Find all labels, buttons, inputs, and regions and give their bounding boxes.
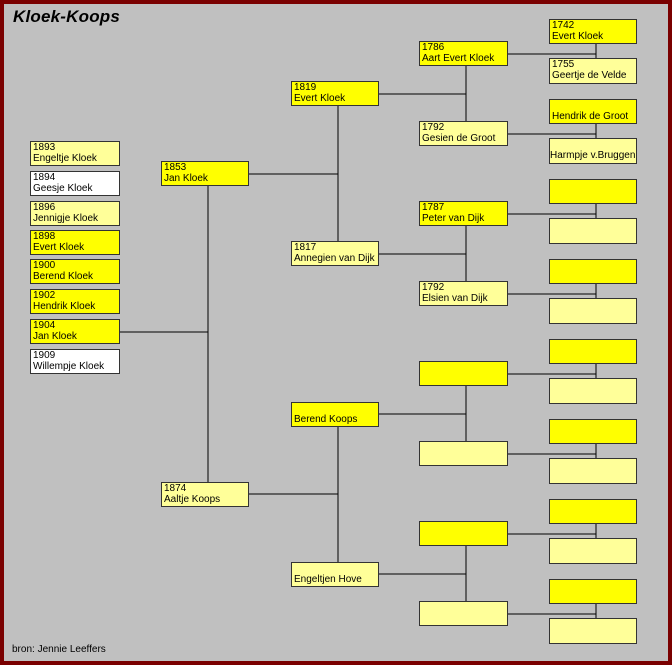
great-grandparent-box[interactable]: 1787 Peter van Dijk [419,201,508,226]
great-grandparent-box-empty[interactable] [419,441,508,466]
child-name: Geesje Kloek [33,183,93,194]
grandfather-box[interactable]: 1819 Evert Kloek [291,81,379,106]
source-credit: bron: Jennie Leeffers [12,644,106,655]
grandparent-name: Evert Kloek [294,93,346,104]
child-name: Evert Kloek [33,242,85,253]
father-year: 1853 [164,162,187,173]
pedigree-chart: Kloek-Koops 1893 Engeltje Kl [4,4,668,661]
child-year: 1909 [33,350,56,361]
grandparent-name: Berend Koops [294,414,358,425]
grandparent-name: Engeltjen Hove [294,574,362,585]
child-name: Hendrik Kloek [33,301,96,312]
gg-grandparent-name: Geertje de Velde [552,70,627,81]
child-year: 1902 [33,290,56,301]
child-name: Jan Kloek [33,331,77,342]
mother-year: 1874 [164,483,187,494]
gg-grandparent-name: Evert Kloek [552,31,604,42]
child-box[interactable]: 1898 Evert Kloek [30,230,120,255]
gg-grandparent-name: Harmpje v.Bruggen [550,150,636,161]
gg-grandparent-box[interactable]: 1742 Evert Kloek [549,19,637,44]
father-name: Jan Kloek [164,173,208,184]
child-box[interactable]: 1896 Jennigje Kloek [30,201,120,226]
child-name: Willempje Kloek [33,361,105,372]
gg-grandparent-box-empty[interactable] [549,339,637,364]
child-year: 1904 [33,320,56,331]
gg-grandparent-box-empty[interactable] [549,218,637,244]
gg-grandparent-name: Hendrik de Groot [552,111,629,122]
child-name: Jennigje Kloek [33,213,99,224]
child-box[interactable]: 1909 Willempje Kloek [30,349,120,374]
gg-grandparent-box[interactable]: Harmpje v.Bruggen [549,138,637,164]
child-year: 1898 [33,231,56,242]
child-box[interactable]: 1893 Engeltje Kloek [30,141,120,166]
gg-grandparent-box[interactable]: 1755 Geertje de Velde [549,58,637,84]
gg-grandparent-box[interactable]: Hendrik de Groot [549,99,637,124]
gg-grandparent-box-empty[interactable] [549,419,637,444]
gg-grandparent-year: 1755 [552,59,575,70]
grandmother-box[interactable]: 1817 Annegien van Dijk [291,241,379,266]
child-year: 1893 [33,142,56,153]
child-box[interactable]: 1902 Hendrik Kloek [30,289,120,314]
gg-grandparent-box-empty[interactable] [549,298,637,324]
gg-grandparent-box-empty[interactable] [549,458,637,484]
great-grandparent-box-empty[interactable] [419,521,508,546]
child-year: 1900 [33,260,56,271]
gg-grandparent-box-empty[interactable] [549,179,637,204]
gg-grandparent-box-empty[interactable] [549,259,637,284]
child-box[interactable]: 1894 Geesje Kloek [30,171,120,196]
great-grandparent-box[interactable]: 1792 Gesien de Groot [419,121,508,146]
grandparent-year: 1817 [294,242,317,253]
gg-grandparent-box-empty[interactable] [549,579,637,604]
great-grandparent-box[interactable]: 1786 Aart Evert Kloek [419,41,508,66]
great-grandparent-name: Gesien de Groot [422,133,496,144]
child-name: Engeltje Kloek [33,153,97,164]
gg-grandparent-box-empty[interactable] [549,618,637,644]
great-grandparent-name: Peter van Dijk [422,213,485,224]
father-box[interactable]: 1853 Jan Kloek [161,161,249,186]
gg-grandparent-year: 1742 [552,20,575,31]
child-box[interactable]: 1900 Berend Kloek [30,259,120,284]
gg-grandparent-box-empty[interactable] [549,499,637,524]
great-grandparent-box-empty[interactable] [419,601,508,626]
grandparent-name: Annegien van Dijk [294,253,375,264]
child-year: 1896 [33,202,56,213]
mother-box[interactable]: 1874 Aaltje Koops [161,482,249,507]
great-grandparent-year: 1786 [422,42,445,53]
grandmother-box[interactable]: Engeltjen Hove [291,562,379,587]
mother-name: Aaltje Koops [164,494,221,505]
great-grandparent-name: Aart Evert Kloek [422,53,495,64]
gg-grandparent-box-empty[interactable] [549,538,637,564]
gg-grandparent-box-empty[interactable] [549,378,637,404]
child-box[interactable]: 1904 Jan Kloek [30,319,120,344]
great-grandparent-year: 1792 [422,122,445,133]
grandparent-year: 1819 [294,82,317,93]
child-year: 1894 [33,172,56,183]
chart-title: Kloek-Koops [13,7,121,26]
child-name: Berend Kloek [33,271,94,282]
great-grandparent-name: Elsien van Dijk [422,293,488,304]
great-grandparent-box-empty[interactable] [419,361,508,386]
grandfather-box[interactable]: Berend Koops [291,402,379,427]
great-grandparent-box[interactable]: 1792 Elsien van Dijk [419,281,508,306]
great-grandparent-year: 1787 [422,202,445,213]
connector-lines [120,44,597,618]
great-grandparent-year: 1792 [422,282,445,293]
